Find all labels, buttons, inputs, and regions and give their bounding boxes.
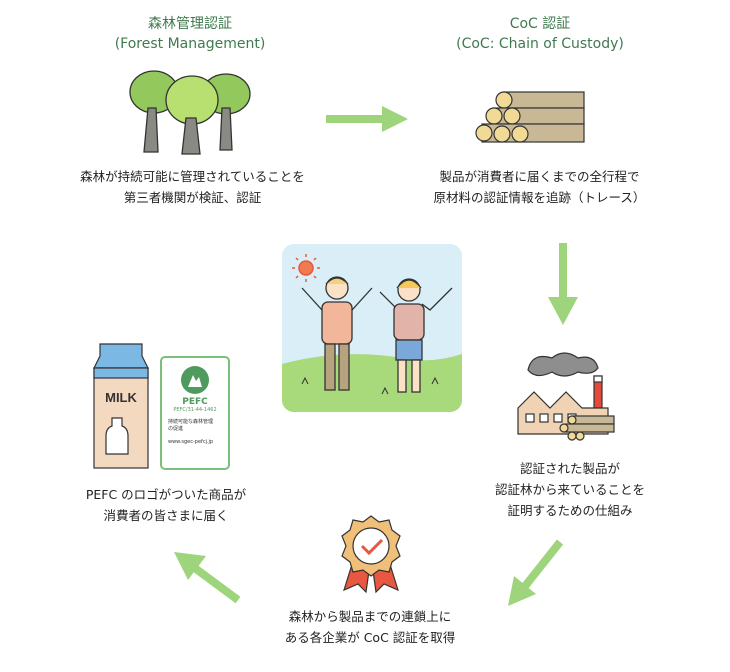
arrow-down-icon: [548, 243, 578, 325]
factory-description: 認証された製品が 認証林から来ていることを 証明するための仕組み: [470, 458, 670, 521]
consumer-description: PEFC のロゴがついた商品が 消費者の皆さまに届く: [56, 484, 276, 526]
factory-desc-line2: 認証林から来ていることを: [494, 482, 645, 497]
sun-icon: [292, 254, 320, 282]
forest-desc-line2: 第三者機関が検証、認証: [123, 190, 262, 205]
forest-management-description: 森林が持続可能に管理されていることを 第三者機関が検証、認証: [55, 166, 330, 208]
coc-title: CoC 認証: [509, 16, 571, 32]
consumer-desc-line1: PEFC のロゴがついた商品が: [85, 487, 247, 502]
pefc-logo-icon: [181, 366, 209, 394]
factory-icon: [517, 352, 615, 441]
arrow-down-left-icon: [508, 539, 564, 606]
pefc-text-line1: 持続可能な森林管理: [168, 419, 214, 425]
consumer-desc-line2: 消費者の皆さまに届く: [103, 508, 229, 523]
pefc-brand: PEFC: [182, 397, 208, 407]
forest-desc-line1: 森林が持続可能に管理されていることを: [80, 169, 305, 184]
coc-heading: CoC 認証 (CoC: Chain of Custody): [420, 14, 660, 54]
forest-management-title: 森林管理認証: [148, 16, 232, 32]
factory-desc-line1: 認証された製品が: [519, 461, 620, 476]
pefc-label: PEFC PEFC/31-44-1462 持続可能な森林管理 の促進 www.s…: [160, 356, 230, 470]
arrow-right-icon: [326, 106, 408, 132]
pefc-text-line2: の促進: [168, 426, 184, 432]
log-pile-icon: [475, 91, 585, 143]
people-illustration: [282, 244, 462, 412]
certification-badge-icon: [341, 515, 401, 594]
forest-management-heading: 森林管理認証 (Forest Management): [80, 14, 300, 54]
person-right: [379, 278, 453, 393]
companies-description: 森林から製品までの連鎖上に ある各企業が CoC 認証を取得: [250, 606, 490, 648]
milk-carton-icon: MILK: [93, 343, 149, 469]
pefc-code: PEFC/31-44-1462: [173, 407, 217, 413]
person-left: [301, 276, 373, 391]
coc-desc-line2: 原材料の認証情報を追跡（トレース）: [433, 190, 646, 205]
companies-desc-line2: ある各企業が CoC 認証を取得: [284, 630, 456, 645]
forest-management-subtitle: (Forest Management): [114, 36, 266, 52]
arrow-up-left-icon: [174, 552, 241, 604]
forest-trees-icon: [129, 70, 251, 155]
pefc-text: 持続可能な森林管理 の促進: [168, 419, 228, 433]
coc-description: 製品が消費者に届くまでの全行程で 原材料の認証情報を追跡（トレース）: [402, 166, 677, 208]
coc-subtitle: (CoC: Chain of Custody): [456, 36, 624, 52]
coc-desc-line1: 製品が消費者に届くまでの全行程で: [439, 169, 640, 184]
milk-label: MILK: [105, 390, 137, 405]
pefc-url: www.sgec-pefcj.jp: [168, 439, 214, 445]
factory-desc-line3: 証明するための仕組み: [507, 503, 633, 518]
companies-desc-line1: 森林から製品までの連鎖上に: [288, 609, 452, 624]
